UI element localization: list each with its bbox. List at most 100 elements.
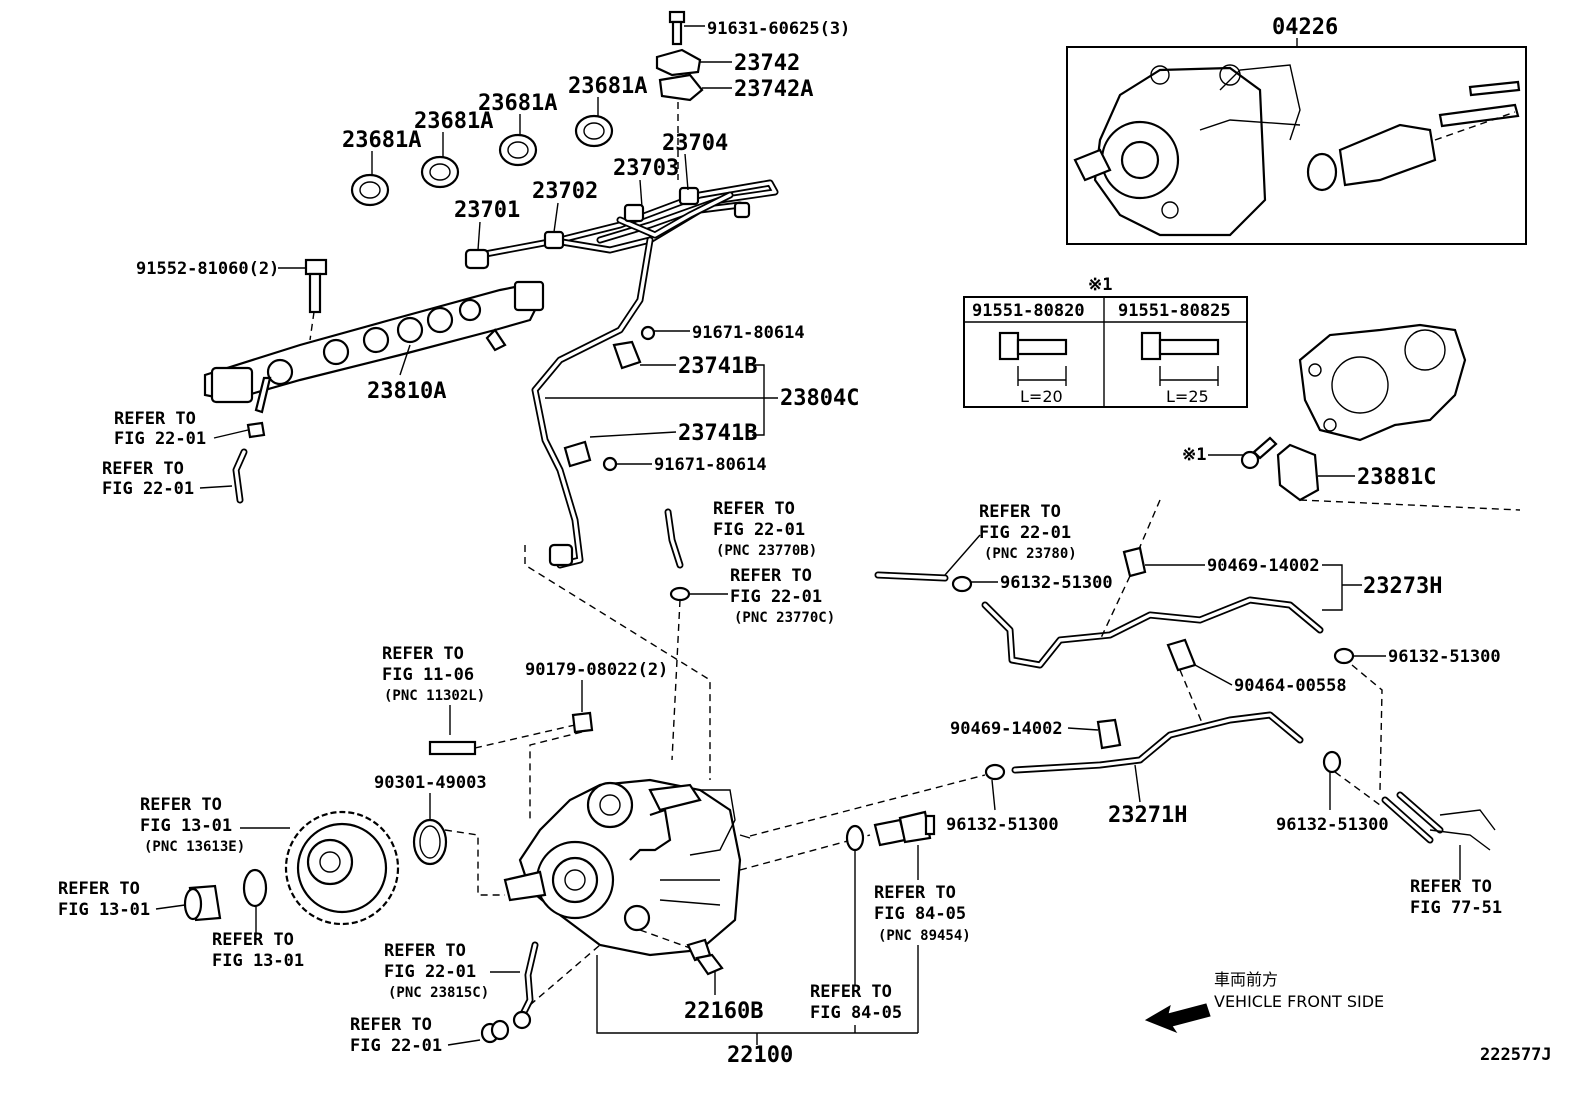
- stud-refer-6: [428, 740, 477, 756]
- drive-gear: [284, 810, 400, 926]
- hose-23273H: [981, 596, 1324, 669]
- refer-14-line2: FIG 77-51: [1410, 898, 1502, 918]
- table-col1-length: L=20: [1020, 387, 1063, 406]
- injection-pipe-bundle: [464, 179, 779, 569]
- label-22100: 22100: [727, 1043, 793, 1068]
- clip-96132-b: [1333, 647, 1355, 665]
- figure-code: 222577J: [1480, 1045, 1552, 1065]
- collar-23681A-3: [498, 133, 538, 167]
- label-23681A-2: 23681A: [414, 109, 493, 134]
- table-col2-header: 91551-80825: [1118, 301, 1231, 321]
- clamp-23742: [655, 48, 702, 77]
- bolt-22160B: [686, 938, 724, 976]
- table-col1-header: 91551-80820: [972, 301, 1085, 321]
- refer-13-line1: REFER TO: [810, 982, 892, 1002]
- clip-90464: [1166, 638, 1197, 672]
- label-23704: 23704: [662, 131, 728, 156]
- bolt-91631: [668, 10, 686, 46]
- label-23681A-4: 23681A: [568, 74, 647, 99]
- label-23681A-1: 23681A: [342, 128, 421, 153]
- vehicle-front-jp: 車両前方: [1214, 970, 1278, 989]
- label-90469-a: 90469-14002: [1207, 556, 1320, 576]
- bolt-length-table: [963, 296, 1248, 408]
- label-22160B: 22160B: [684, 999, 763, 1024]
- refer-3-line1: REFER TO: [713, 499, 795, 519]
- refer-12-line1: REFER TO: [874, 883, 956, 903]
- label-23741B-b: 23741B: [678, 421, 757, 446]
- label-90464: 90464-00558: [1234, 676, 1347, 696]
- bolt-91671-b: [602, 456, 618, 472]
- label-91671-a: 91671-80614: [692, 323, 805, 343]
- clamp-23741B-a: [612, 340, 642, 370]
- label-23804C: 23804C: [780, 386, 859, 411]
- collar-23681A-2: [420, 155, 460, 189]
- refer-10-line1: REFER TO: [384, 941, 466, 961]
- label-23681A-3: 23681A: [478, 91, 557, 116]
- refer-10-line3: (PNC 23815C): [388, 985, 489, 1001]
- label-96132-d: 96132-51300: [1276, 815, 1389, 835]
- label-23742: 23742: [734, 51, 800, 76]
- clamp-23741B-b: [563, 440, 592, 468]
- refer-8-line1: REFER TO: [58, 879, 140, 899]
- label-23881C: 23881C: [1357, 465, 1436, 490]
- refer-8-line2: FIG 13-01: [58, 900, 150, 920]
- clip-96132-a: [951, 575, 973, 593]
- label-91631: 91631-60625(3): [707, 19, 850, 39]
- bolt-91552: [304, 258, 328, 314]
- label-90179: 90179-08022(2): [525, 660, 668, 680]
- refer-5-line1: REFER TO: [979, 502, 1061, 522]
- label-23810A: 23810A: [367, 379, 446, 404]
- refer-3-line3: (PNC 23770B): [716, 543, 817, 559]
- label-23273H: 23273H: [1363, 574, 1442, 599]
- supply-pump-22100: [503, 778, 751, 957]
- washer-refer-9: [242, 868, 268, 908]
- housing-drawing: [1298, 323, 1467, 442]
- label-23702: 23702: [532, 179, 598, 204]
- common-rail-23810A: [203, 280, 545, 414]
- refer-9-line2: FIG 13-01: [212, 951, 304, 971]
- refer-11-line1: REFER TO: [350, 1015, 432, 1035]
- label-96132-a: 96132-51300: [1000, 573, 1113, 593]
- refer-2-line1: REFER TO: [102, 459, 184, 479]
- refer-11-line2: FIG 22-01: [350, 1036, 442, 1056]
- refer-6-line1: REFER TO: [382, 644, 464, 664]
- refer-7-line3: (PNC 13613E): [144, 839, 245, 855]
- label-91671-b: 91671-80614: [654, 455, 767, 475]
- refer-9-line1: REFER TO: [212, 930, 294, 950]
- clip-90469-b: [1096, 718, 1122, 750]
- sensor-refer-12: [873, 810, 936, 847]
- refer-7-line1: REFER TO: [140, 795, 222, 815]
- clip-96132-c: [984, 763, 1006, 781]
- label-23741B-a: 23741B: [678, 354, 757, 379]
- refer-13-line2: FIG 84-05: [810, 1003, 902, 1023]
- note-mark-small: ※1: [1182, 445, 1206, 465]
- nut-refer-8: [183, 884, 222, 922]
- hose-refer-14: [1381, 791, 1496, 851]
- label-91552: 91552-81060(2): [136, 259, 279, 279]
- refer-6-line3: (PNC 11302L): [384, 688, 485, 704]
- pump-assembly-inset-drawing: [1073, 64, 1521, 237]
- label-23703: 23703: [613, 156, 679, 181]
- refer-3-line2: FIG 22-01: [713, 520, 805, 540]
- refer-4-line3: (PNC 23770C): [734, 610, 835, 626]
- refer-6-line2: FIG 11-06: [382, 665, 474, 685]
- label-23701: 23701: [454, 198, 520, 223]
- clip-refer-4: [669, 586, 691, 602]
- refer-10-line2: FIG 22-01: [384, 962, 476, 982]
- clip-refer-11: [480, 1019, 510, 1044]
- hose-23271H: [1011, 711, 1304, 774]
- bracket-23881C: [1276, 443, 1320, 502]
- bolt-note-1: [1240, 436, 1278, 470]
- note-mark: ※1: [1088, 275, 1112, 295]
- refer-5-line2: FIG 22-01: [979, 523, 1071, 543]
- refer-14-line1: REFER TO: [1410, 877, 1492, 897]
- clamp-23742A: [658, 73, 704, 102]
- oring-refer-13: [845, 824, 865, 852]
- refer-1-line2: FIG 22-01: [114, 429, 206, 449]
- label-96132-b: 96132-51300: [1388, 647, 1501, 667]
- vehicle-front-arrow-icon: [1144, 1003, 1211, 1034]
- label-90301: 90301-49003: [374, 773, 487, 793]
- refer-5-line3: (PNC 23780): [984, 546, 1077, 562]
- refer-12-line3: (PNC 89454): [878, 928, 971, 944]
